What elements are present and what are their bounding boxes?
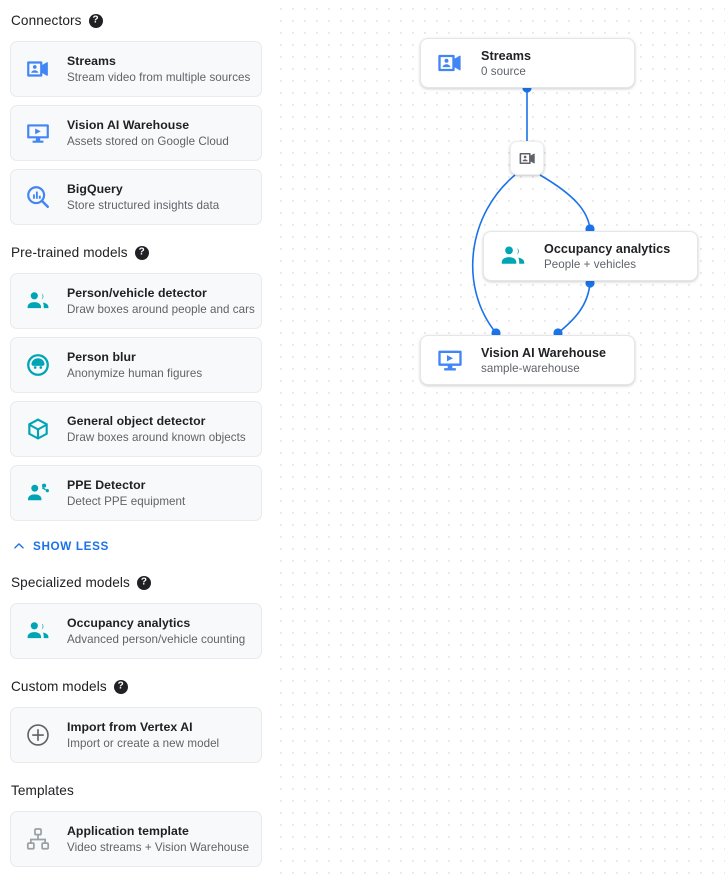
node-text: Occupancy analytics People + vehicles xyxy=(544,241,670,272)
node-text: Vision AI Warehouse sample-warehouse xyxy=(481,345,606,376)
item-subtitle: Draw boxes around known objects xyxy=(67,430,246,444)
help-glyph: ? xyxy=(138,246,145,258)
sidebar-item-general-object-detector[interactable]: General object detector Draw boxes aroun… xyxy=(10,401,262,457)
node-subtitle: 0 source xyxy=(481,64,526,78)
item-title: Streams xyxy=(67,53,116,68)
sidebar-item-application-template[interactable]: Application template Video streams + Vis… xyxy=(10,811,262,867)
item-text: Occupancy analytics Advanced person/vehi… xyxy=(67,616,245,647)
sidebar-item-bigquery[interactable]: BigQuery Store structured insights data xyxy=(10,169,262,225)
help-icon[interactable]: ? xyxy=(113,680,128,694)
item-title: Occupancy analytics xyxy=(67,615,191,630)
item-subtitle: Video streams + Vision Warehouse xyxy=(67,840,250,854)
help-glyph: ? xyxy=(117,680,124,692)
people-group-icon xyxy=(498,241,528,271)
people-group-icon xyxy=(24,617,52,645)
hierarchy-template-icon xyxy=(24,825,52,853)
person-blur-face-icon xyxy=(24,351,52,379)
section-title: Connectors xyxy=(11,12,82,28)
node-subtitle: sample-warehouse xyxy=(481,361,580,375)
section-header-templates: Templates xyxy=(10,771,262,811)
video-camera-person-icon xyxy=(435,48,465,78)
item-text: Person/vehicle detector Draw boxes aroun… xyxy=(67,286,255,317)
canvas-node-processor[interactable] xyxy=(510,141,544,175)
component-sidebar: Connectors ? Streams Stream video from m… xyxy=(0,0,272,878)
help-icon[interactable]: ? xyxy=(88,13,103,28)
item-title: Application template xyxy=(67,823,189,838)
monitor-play-icon xyxy=(435,345,465,375)
sidebar-item-person-vehicle-detector[interactable]: Person/vehicle detector Draw boxes aroun… xyxy=(10,273,262,329)
help-icon[interactable]: ? xyxy=(134,246,149,260)
edge-processor-to-occupancy xyxy=(539,174,591,230)
monitor-play-icon xyxy=(24,119,52,147)
cube-box-icon xyxy=(24,415,52,443)
section-header-specialized-models: Specialized models ? xyxy=(10,563,262,603)
item-subtitle: Import or create a new model xyxy=(67,736,220,750)
edge-occupancy-to-warehouse xyxy=(557,282,591,334)
canvas-node-vision-ai-warehouse[interactable]: Vision AI Warehouse sample-warehouse xyxy=(420,335,635,385)
item-subtitle: Store structured insights data xyxy=(67,198,220,212)
node-subtitle: People + vehicles xyxy=(544,257,637,271)
show-less-button[interactable]: SHOW LESS xyxy=(10,529,262,563)
item-text: PPE Detector Detect PPE equipment xyxy=(67,478,185,509)
item-title: PPE Detector xyxy=(67,477,146,492)
video-camera-person-icon xyxy=(519,152,535,164)
item-title: Person/vehicle detector xyxy=(67,285,207,300)
graph-edges xyxy=(471,83,595,338)
item-text: General object detector Draw boxes aroun… xyxy=(67,414,246,445)
sidebar-item-vision-ai-warehouse[interactable]: Vision AI Warehouse Assets stored on Goo… xyxy=(10,105,262,161)
edge-processor-to-warehouse xyxy=(471,174,516,334)
item-subtitle: Advanced person/vehicle counting xyxy=(67,632,246,646)
item-text: Import from Vertex AI Import or create a… xyxy=(67,720,219,751)
node-text: Streams 0 source xyxy=(481,48,531,79)
item-text: Application template Video streams + Vis… xyxy=(67,824,249,855)
item-title: General object detector xyxy=(67,413,206,428)
video-camera-person-icon xyxy=(24,55,52,83)
node-title: Occupancy analytics xyxy=(544,241,671,256)
item-text: Person blur Anonymize human figures xyxy=(67,350,202,381)
sidebar-item-ppe-detector[interactable]: PPE Detector Detect PPE equipment xyxy=(10,465,262,521)
canvas-node-occupancy-analytics[interactable]: Occupancy analytics People + vehicles xyxy=(483,231,698,281)
section-title: Pre-trained models xyxy=(11,245,128,261)
item-subtitle: Stream video from multiple sources xyxy=(67,70,251,84)
item-title: BigQuery xyxy=(67,181,123,196)
help-icon[interactable]: ? xyxy=(136,576,151,590)
item-title: Vision AI Warehouse xyxy=(67,117,190,132)
section-header-connectors: Connectors ? xyxy=(10,0,262,41)
show-less-label: SHOW LESS xyxy=(33,539,109,553)
section-title: Custom models xyxy=(11,679,107,695)
bigquery-search-analytics-icon xyxy=(24,183,52,211)
canvas-node-streams[interactable]: Streams 0 source xyxy=(420,38,635,88)
section-header-pre-trained-models: Pre-trained models ? xyxy=(10,233,262,273)
section-title: Specialized models xyxy=(11,575,130,591)
item-title: Person blur xyxy=(67,349,136,364)
ppe-detector-person-icon xyxy=(24,479,52,507)
sidebar-item-person-blur[interactable]: Person blur Anonymize human figures xyxy=(10,337,262,393)
node-title: Vision AI Warehouse xyxy=(481,345,607,360)
plus-circle-icon xyxy=(24,721,52,749)
help-glyph: ? xyxy=(140,576,147,588)
item-subtitle: Anonymize human figures xyxy=(67,366,203,380)
help-glyph: ? xyxy=(92,14,99,25)
item-subtitle: Detect PPE equipment xyxy=(67,494,186,508)
chevron-up-icon xyxy=(14,543,24,549)
node-title: Streams xyxy=(481,48,532,63)
item-subtitle: Assets stored on Google Cloud xyxy=(67,134,229,148)
item-text: BigQuery Store structured insights data xyxy=(67,182,219,213)
sidebar-item-occupancy-analytics[interactable]: Occupancy analytics Advanced person/vehi… xyxy=(10,603,262,659)
sidebar-item-streams[interactable]: Streams Stream video from multiple sourc… xyxy=(10,41,262,97)
item-subtitle: Draw boxes around people and cars xyxy=(67,302,255,316)
sidebar-item-import-from-vertex-ai[interactable]: Import from Vertex AI Import or create a… xyxy=(10,707,262,763)
item-text: Streams Stream video from multiple sourc… xyxy=(67,54,250,85)
people-group-icon xyxy=(24,287,52,315)
graph-canvas[interactable]: Streams 0 source Occupancy analytics Peo… xyxy=(272,0,725,878)
item-title: Import from Vertex AI xyxy=(67,719,193,734)
item-text: Vision AI Warehouse Assets stored on Goo… xyxy=(67,118,229,149)
section-header-custom-models: Custom models ? xyxy=(10,667,262,707)
section-title: Templates xyxy=(11,783,74,799)
